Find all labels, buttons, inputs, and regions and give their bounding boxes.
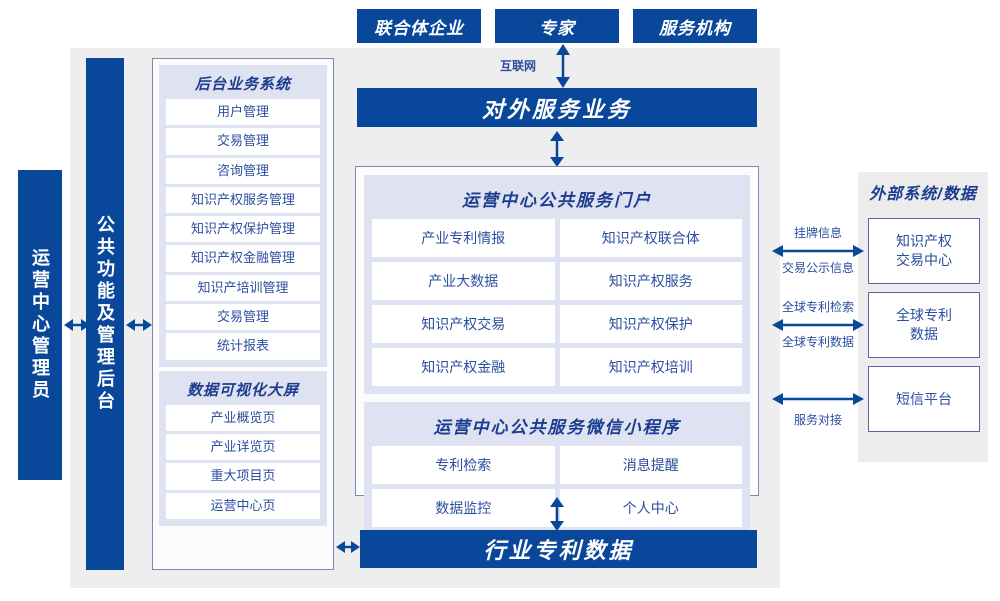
external-box-line2: 数据 — [910, 326, 938, 342]
common-function-admin-label: 公共功能及管理后台 — [95, 215, 115, 413]
backend-item[interactable]: 运营中心页 — [166, 492, 320, 519]
portal-grid: 产业专利情报 知识产权联合体 产业大数据 知识产权服务 知识产权交易 知识产权保… — [372, 219, 742, 386]
backend-item[interactable]: 交易管理 — [166, 128, 320, 155]
backend-group-1: 数据可视化大屏 产业概览页 产业详览页 重大项目页 运营中心页 — [159, 370, 327, 526]
operations-center-container: 运营中心公共服务门户 产业专利情报 知识产权联合体 产业大数据 知识产权服务 知… — [355, 166, 759, 535]
external-connector-0-arrow-icon — [772, 245, 864, 257]
external-connector-1-label-above: 全球专利检索 — [768, 298, 868, 315]
portal-group: 运营中心公共服务门户 产业专利情报 知识产权联合体 产业大数据 知识产权服务 知… — [364, 175, 750, 394]
external-box-global-patent[interactable]: 全球专利 数据 — [868, 292, 980, 358]
external-connector-2-arrow-icon — [772, 393, 864, 405]
external-connector-0-label-above: 挂牌信息 — [772, 224, 864, 241]
portal-title: 运营中心公共服务门户 — [462, 191, 652, 210]
miniprogram-item[interactable]: 数据监控 — [372, 489, 555, 527]
portal-item[interactable]: 知识产权联合体 — [559, 219, 742, 257]
external-connector-0-label-below: 交易公示信息 — [768, 259, 868, 276]
internet-label: 互联网 — [487, 57, 549, 74]
connector-label-text: 全球专利检索 — [781, 300, 854, 314]
operations-admin-actor[interactable]: 运营中心管理员 — [18, 170, 62, 480]
common-function-admin-bar[interactable]: 公共功能及管理后台 — [86, 58, 124, 570]
top-actor-1[interactable]: 专家 — [495, 9, 619, 43]
industry-patent-data-label: 行业专利数据 — [483, 538, 634, 563]
external-connector-1-arrow-icon — [772, 319, 864, 331]
backend-item[interactable]: 统计报表 — [166, 333, 320, 360]
internet-arrow-icon — [556, 44, 570, 88]
service-to-portal-arrow-icon — [550, 131, 564, 167]
portal-item[interactable]: 知识产权交易 — [372, 305, 555, 343]
backend-item[interactable]: 产业详览页 — [166, 433, 320, 461]
admin-left-arrow-icon — [64, 319, 90, 331]
miniprogram-title: 运营中心公共服务微信小程序 — [433, 418, 681, 437]
operations-admin-label: 运营中心管理员 — [30, 248, 50, 402]
top-actor-label: 服务机构 — [659, 18, 731, 38]
external-service-bar-label: 对外服务业务 — [481, 96, 632, 122]
connector-label-text: 服务对接 — [793, 413, 842, 427]
top-actor-label: 联合体企业 — [374, 18, 464, 38]
backend-to-industry-arrow-icon — [336, 541, 360, 553]
external-box-line1: 短信平台 — [896, 390, 952, 407]
top-actor-label: 专家 — [539, 18, 575, 38]
portal-to-industry-arrow-icon — [550, 497, 564, 531]
external-box-ip-exchange[interactable]: 知识产权 交易中心 — [868, 218, 980, 284]
backend-item[interactable]: 交易管理 — [166, 304, 320, 331]
portal-item[interactable]: 知识产权服务 — [559, 262, 742, 300]
portal-item[interactable]: 产业大数据 — [372, 262, 555, 300]
backend-item[interactable]: 知识产权服务管理 — [166, 186, 320, 214]
portal-item[interactable]: 产业专利情报 — [372, 219, 555, 257]
external-box-sms-platform[interactable]: 短信平台 — [868, 366, 980, 432]
backend-item[interactable]: 咨询管理 — [166, 157, 320, 184]
backend-item[interactable]: 知识产权保护管理 — [166, 216, 320, 243]
backend-group-0-title: 后台业务系统 — [194, 76, 291, 93]
industry-patent-data-bar[interactable]: 行业专利数据 — [360, 530, 757, 568]
backend-item[interactable]: 重大项目页 — [166, 463, 320, 490]
backend-item[interactable]: 产业概览页 — [166, 404, 320, 431]
connector-label-text: 全球专利数据 — [781, 335, 854, 349]
miniprogram-grid: 专利检索 消息提醒 数据监控 个人中心 — [372, 446, 742, 527]
internet-label-text: 互联网 — [499, 59, 536, 73]
backend-group-0: 后台业务系统 用户管理 交易管理 咨询管理 知识产权服务管理 知识产权保护管理 … — [159, 65, 327, 367]
external-systems-title: 外部系统/数据 — [869, 186, 977, 203]
connector-label-text: 交易公示信息 — [781, 261, 854, 275]
miniprogram-item[interactable]: 消息提醒 — [559, 446, 742, 484]
backend-group-1-title: 数据可视化大屏 — [186, 381, 299, 399]
external-connector-2-label-below: 服务对接 — [772, 411, 864, 428]
external-box-line2: 交易中心 — [896, 252, 952, 268]
backend-item[interactable]: 知识产权金融管理 — [166, 245, 320, 272]
external-box-line1: 全球专利 — [896, 307, 952, 324]
miniprogram-item[interactable]: 专利检索 — [372, 446, 555, 484]
portal-item[interactable]: 知识产权金融 — [372, 348, 555, 386]
top-actor-2[interactable]: 服务机构 — [633, 9, 757, 43]
portal-item[interactable]: 知识产权保护 — [559, 305, 742, 343]
portal-item[interactable]: 知识产权培训 — [559, 348, 742, 386]
top-actor-0[interactable]: 联合体企业 — [357, 9, 481, 43]
miniprogram-item[interactable]: 个人中心 — [559, 489, 742, 527]
backend-item[interactable]: 知识产培训管理 — [166, 274, 320, 302]
external-box-line1: 知识产权 — [896, 233, 952, 250]
connector-label-text: 挂牌信息 — [793, 226, 842, 240]
backend-item[interactable]: 用户管理 — [166, 99, 320, 126]
external-service-bar[interactable]: 对外服务业务 — [357, 88, 757, 127]
backend-panel: 后台业务系统 用户管理 交易管理 咨询管理 知识产权服务管理 知识产权保护管理 … — [152, 58, 334, 570]
admin-right-arrow-icon — [126, 319, 152, 331]
external-connector-1-label-below: 全球专利数据 — [768, 333, 868, 350]
